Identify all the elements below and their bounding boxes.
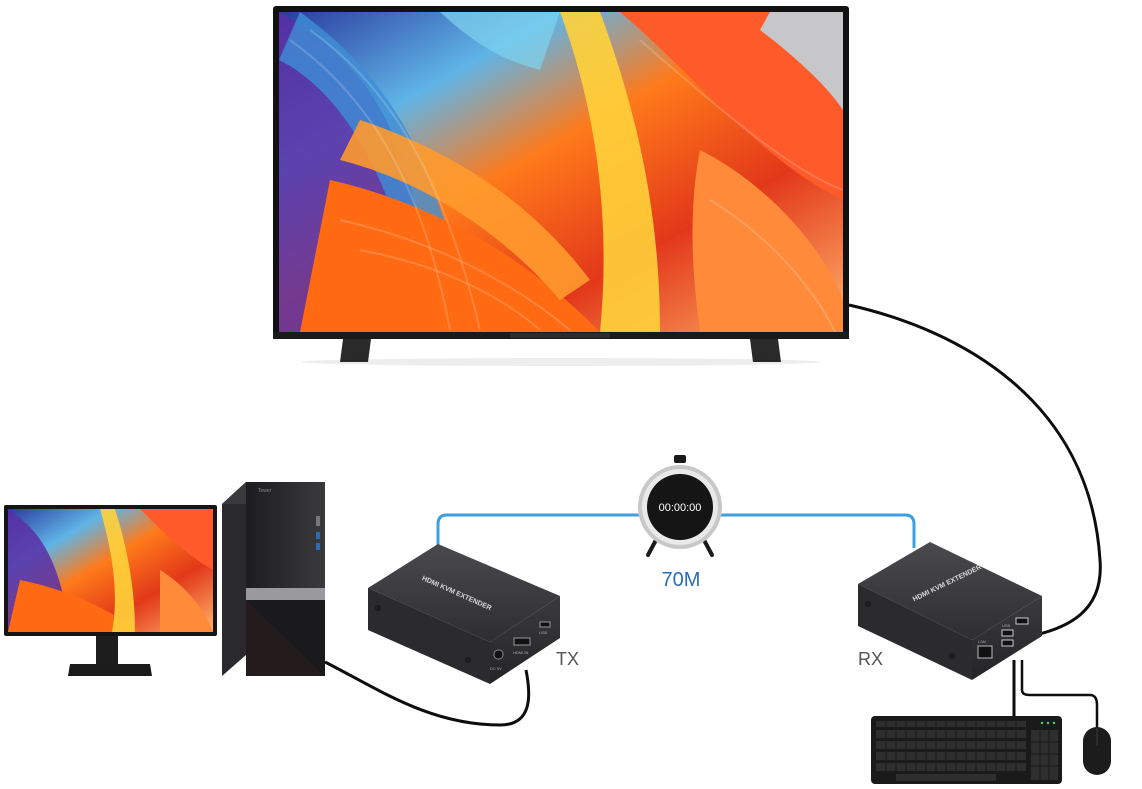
keyboard [871, 716, 1062, 784]
timer-face [647, 474, 713, 540]
mouse [1083, 727, 1111, 775]
mouse-body [1083, 727, 1111, 775]
tower-power-button [316, 516, 320, 526]
rx-lan-port [977, 645, 993, 659]
mouse-cable [1020, 660, 1099, 728]
tv-screen-image [279, 12, 843, 332]
tx-usb-port-label: USB [539, 630, 548, 635]
tx-front-face [368, 588, 490, 684]
tx-dc-port-label: DC 5V [490, 666, 502, 671]
tx-extender-box: HDMI KVM EXTENDER DC 5V HDMI IN USB [368, 544, 560, 684]
keyboard-keys [876, 721, 1058, 781]
rx-extender-box: HDMI KVM EXTENDER LAN USB [858, 542, 1042, 680]
rx-top-face [858, 542, 1042, 640]
tower-silver-band [246, 588, 325, 600]
timer-leg-left [646, 538, 658, 557]
tx-usb-port [539, 621, 551, 628]
rx-usb-port-2 [1001, 639, 1014, 647]
distance-label: 70M [662, 569, 701, 591]
rx-side-face [972, 596, 1042, 680]
monitor-base [68, 664, 152, 676]
rx-label: RX [858, 649, 883, 669]
tower-brand: Tower [258, 488, 272, 494]
timer-readout: 00:00:00 [659, 502, 702, 514]
rx-front-face [858, 584, 972, 680]
tower-side [222, 482, 246, 676]
tx-hdmi-port [513, 637, 531, 646]
rx-lan-port-label: LAN [978, 639, 986, 644]
tower-usb-port-2 [316, 543, 320, 550]
tx-label: TX [556, 649, 579, 669]
monitor-screen-image [8, 509, 213, 632]
timer-leg-right [702, 538, 714, 557]
timer-top-button [674, 455, 686, 463]
tx-hdmi-port-label: HDMI IN [513, 650, 528, 655]
tv-foot-right [750, 339, 781, 362]
rx-usb-port-label: USB [1002, 623, 1011, 628]
local-monitor [4, 505, 217, 676]
monitor-neck [96, 636, 118, 664]
pc-tower: Tower [222, 482, 325, 676]
tx-top-face [368, 544, 560, 642]
hdmi-cable-tv-to-rx [848, 303, 1102, 640]
rx-hdmi-port [1015, 617, 1029, 625]
tv-foot-left [340, 339, 371, 362]
usb-cable-pc-to-tx [324, 660, 531, 727]
rx-usb-port-1 [1001, 629, 1014, 637]
tower-usb-port-1 [316, 532, 320, 539]
tv [273, 6, 849, 366]
timer-clock: 00:00:00 [638, 455, 722, 557]
tv-logo-bar [510, 333, 610, 338]
tx-dc-port [493, 649, 504, 660]
